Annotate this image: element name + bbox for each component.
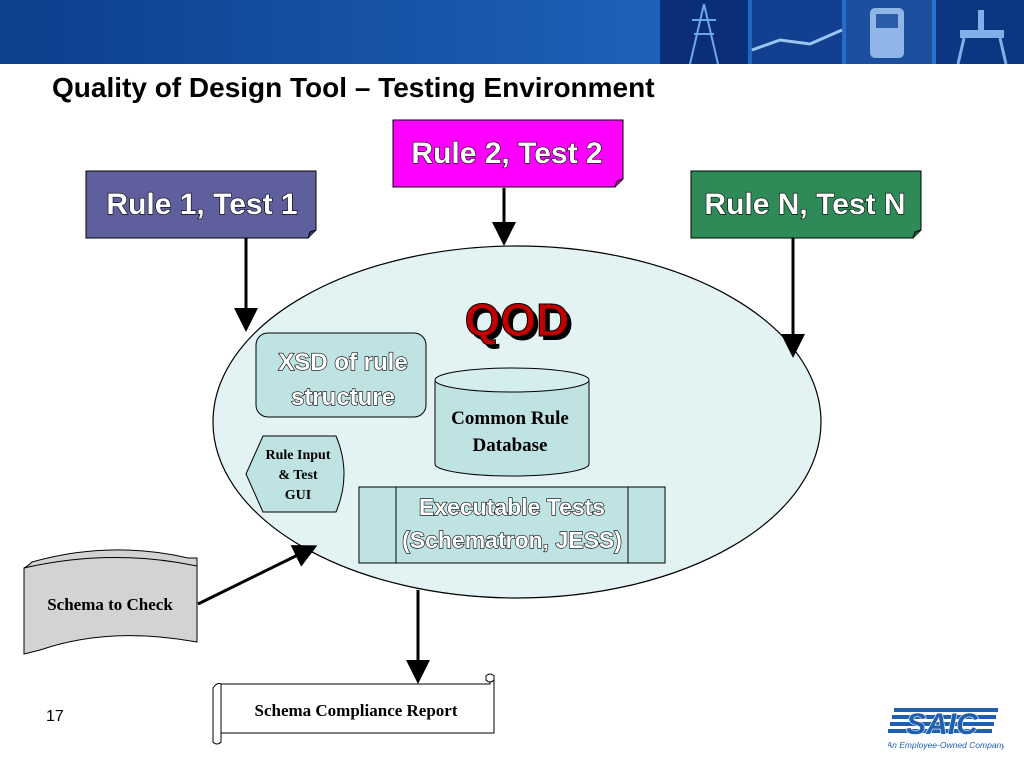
ruleN-label: Rule N, Test N [704, 188, 905, 221]
schema-label: Schema to Check [47, 595, 173, 614]
ruleN-box: Rule N, Test N [690, 170, 922, 239]
rule1-box: Rule 1, Test 1 [85, 170, 317, 239]
banner-photo-strip [660, 0, 1024, 64]
exec-line2: (Schematron, JESS) [402, 527, 622, 553]
xsd-line2: structure [291, 384, 395, 411]
executable-tests-box: Executable Tests (Schematron, JESS) [358, 486, 666, 564]
rule2-box: Rule 2, Test 2 [392, 119, 624, 188]
logo-name: SAIC [906, 708, 979, 741]
saic-logo: SAIC An Employee-Owned Company [888, 707, 1004, 750]
slide-title: Quality of Design Tool – Testing Environ… [52, 72, 655, 103]
gui-shape: Rule Input & Test GUI [245, 435, 345, 513]
report-label: Schema Compliance Report [254, 701, 457, 720]
xsd-box: XSD of rule structure [255, 332, 427, 418]
report-scroll: Schema Compliance Report [212, 673, 495, 745]
qod-label-shadow: QOD [469, 298, 574, 350]
db-line1: Common Rule [451, 408, 569, 429]
qod-label: QOD [465, 294, 570, 346]
schema-document: Schema to Check [23, 549, 198, 655]
arrow-schema-to-qod [197, 545, 318, 606]
exec-line1: Executable Tests [419, 494, 605, 520]
rule1-label: Rule 1, Test 1 [106, 188, 297, 221]
gui-line2: & Test [278, 468, 318, 483]
xsd-line1: XSD of rule [278, 349, 407, 376]
logo-tagline: An Employee-Owned Company [888, 740, 1004, 750]
database-cylinder: Common Rule Database [434, 367, 590, 477]
header-banner [0, 0, 1024, 64]
rule2-label: Rule 2, Test 2 [411, 137, 602, 170]
db-line2: Database [473, 435, 548, 456]
gui-line3: GUI [285, 488, 311, 503]
page-number: 17 [46, 708, 64, 725]
gui-line1: Rule Input [266, 448, 331, 463]
